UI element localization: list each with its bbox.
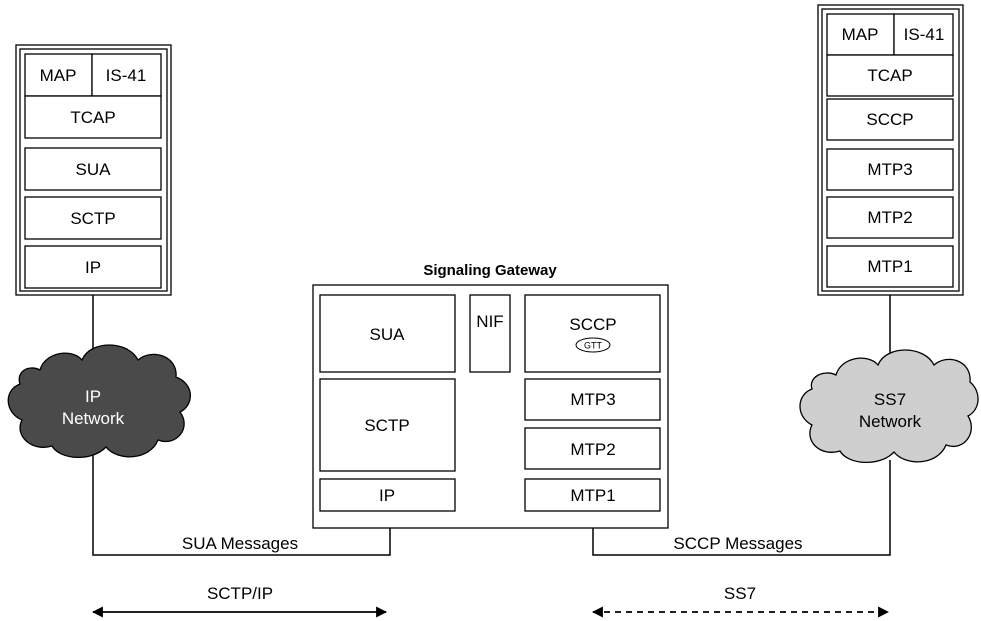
ip-cloud-shape [7, 344, 192, 459]
left-tcap-box [24, 95, 162, 139]
gateway-ip-label: IP [379, 486, 395, 505]
right-tcap-box [826, 54, 954, 97]
ip-cloud-line1: IP [85, 387, 101, 406]
right-tcap-label: TCAP [867, 66, 912, 85]
signaling-gateway: Signaling Gateway SUA NIF SCCP GTT SCTP … [312, 262, 669, 529]
right-mtp2-label: MTP2 [867, 208, 912, 227]
gateway-mtp2-box [524, 427, 661, 470]
gateway-mtp1-box [524, 478, 661, 512]
right-sccp-box [826, 98, 954, 141]
gateway-nif-box [469, 294, 511, 373]
left-ip-box [24, 245, 162, 289]
left-map-label: MAP [40, 66, 77, 85]
ss7-cloud-shape [799, 349, 979, 464]
gtt-label: GTT [584, 341, 602, 351]
ip-network-cloud: IP Network [7, 344, 192, 459]
left-is41-label: IS-41 [106, 66, 147, 85]
gateway-sua-box [319, 294, 456, 373]
gateway-sctp-label: SCTP [364, 416, 409, 435]
gateway-sccp-label: SCCP [569, 315, 616, 334]
gateway-sccp-box [524, 294, 661, 373]
ss7-network-cloud: SS7 Network [799, 349, 979, 464]
gateway-mtp1-label: MTP1 [570, 486, 615, 505]
gateway-title: Signaling Gateway [423, 262, 557, 279]
sccp-messages-label: SCCP Messages [673, 534, 802, 553]
left-tcap-label: TCAP [70, 108, 115, 127]
right-mtp1-box [826, 245, 954, 288]
left-ip-label: IP [85, 258, 101, 277]
left-sua-box [24, 147, 162, 191]
left-is41-box [91, 53, 162, 97]
right-mtp3-label: MTP3 [867, 160, 912, 179]
gateway-mtp3-box [524, 378, 661, 421]
ip-cloud-line2: Network [62, 409, 125, 428]
sctp-ip-label: SCTP/IP [207, 584, 273, 603]
sccp-messages-line [592, 460, 891, 556]
right-sccp-label: SCCP [866, 110, 913, 129]
left-sctp-box [24, 196, 162, 240]
sua-messages-line [92, 455, 391, 556]
gateway-mtp2-label: MTP2 [570, 440, 615, 459]
gtt-oval [575, 337, 611, 353]
ss7-label: SS7 [724, 584, 756, 603]
left-map-box [24, 53, 93, 97]
left-sctp-label: SCTP [70, 209, 115, 228]
ss7-cloud-line2: Network [859, 412, 922, 431]
left-protocol-stack: MAP IS-41 TCAP SUA SCTP IP [15, 44, 172, 296]
gateway-nif-label: NIF [476, 312, 503, 331]
right-map-box [826, 13, 895, 56]
right-is41-box [893, 13, 954, 56]
gateway-sua-label: SUA [370, 325, 406, 344]
gateway-mtp3-label: MTP3 [570, 390, 615, 409]
right-map-label: MAP [842, 25, 879, 44]
right-protocol-stack: MAP IS-41 TCAP SCCP MTP3 MTP2 MTP1 [817, 4, 964, 296]
sua-messages-label: SUA Messages [182, 534, 298, 553]
right-mtp3-box [826, 148, 954, 191]
sctp-ip-arrow: SCTP/IP [91, 584, 388, 618]
right-mtp2-box [826, 196, 954, 239]
ss7-arrow: SS7 [591, 584, 890, 618]
gateway-ip-box [319, 478, 456, 512]
ss7-cloud-line1: SS7 [874, 390, 906, 409]
gateway-sctp-box [319, 378, 456, 472]
right-is41-label: IS-41 [904, 25, 945, 44]
left-sua-label: SUA [76, 160, 112, 179]
right-mtp1-label: MTP1 [867, 257, 912, 276]
